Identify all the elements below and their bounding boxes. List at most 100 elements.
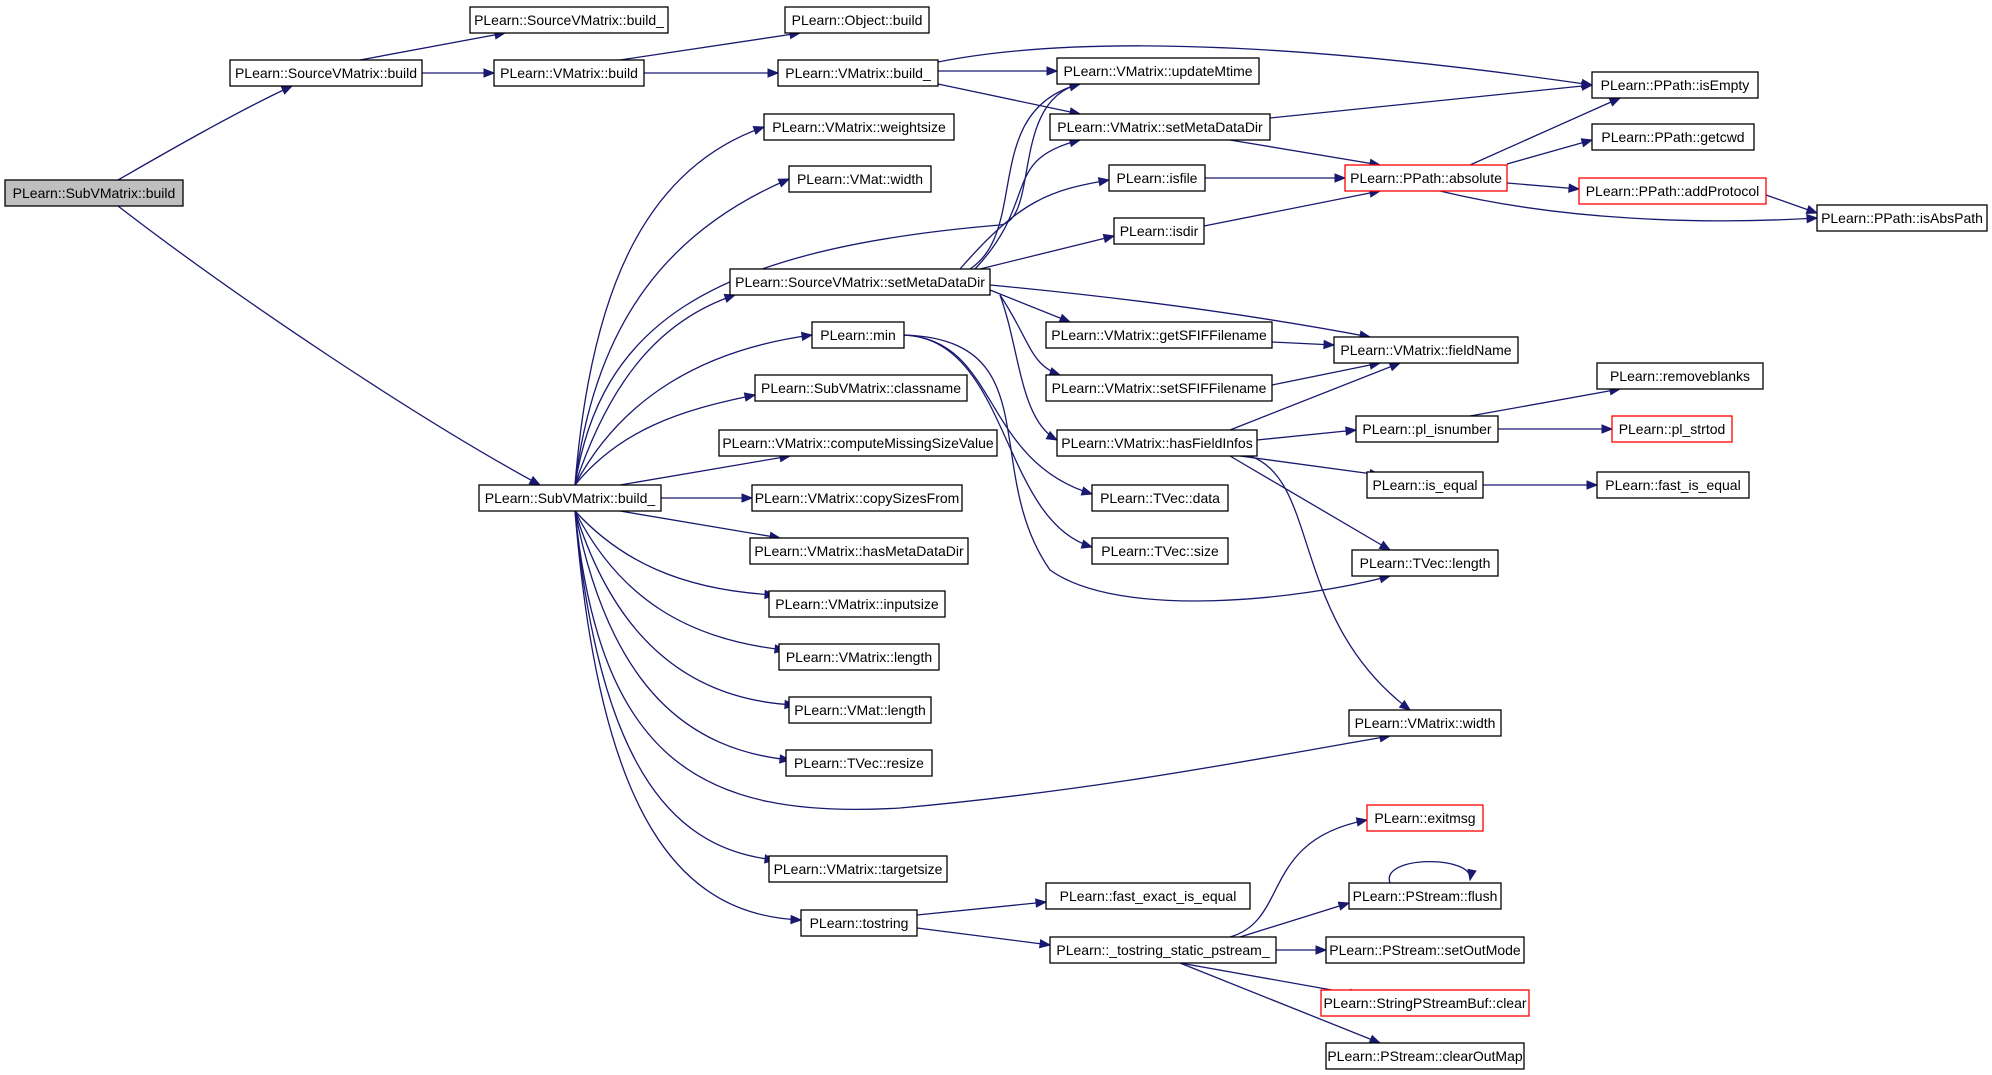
node-label: PLearn::removeblanks xyxy=(1610,368,1750,384)
edge-n18-to-n32 xyxy=(903,334,1094,496)
graph-node[interactable]: PLearn::exitmsg xyxy=(1366,804,1484,832)
node-box xyxy=(1049,113,1271,141)
node-box xyxy=(1366,471,1484,499)
node-box xyxy=(1351,549,1499,577)
graph-node[interactable]: PLearn::VMatrix::computeMissingSizeValue xyxy=(718,429,998,457)
edges xyxy=(117,29,1819,1044)
graph-node[interactable]: PLearn::PPath::isAbsPath xyxy=(1816,204,1988,232)
node-box xyxy=(1091,537,1229,565)
node-box xyxy=(1366,804,1484,832)
graph-node[interactable]: PLearn::removeblanks xyxy=(1596,362,1764,390)
edge-n17-to-n8 xyxy=(974,137,1082,270)
edge-n19-to-n20 xyxy=(1271,339,1336,350)
graph-node[interactable]: PLearn::Object::build xyxy=(784,6,930,34)
edge-n46-to-n47 xyxy=(1276,945,1328,955)
graph-node[interactable]: PLearn::VMatrix::width xyxy=(1348,709,1502,737)
arrowhead xyxy=(1608,97,1622,107)
node-label: PLearn::VMatrix::build xyxy=(500,65,638,81)
graph-node[interactable]: PLearn::PPath::absolute xyxy=(1344,164,1508,192)
graph-node[interactable]: PLearn::_tostring_static_pstream_ xyxy=(1049,936,1277,964)
graph-node[interactable]: PLearn::PPath::getcwd xyxy=(1591,123,1755,151)
graph-node[interactable]: PLearn::VMatrix::hasFieldInfos xyxy=(1056,429,1258,457)
edge-n27-to-n35 xyxy=(1229,455,1392,551)
graph-node[interactable]: PLearn::TVec::length xyxy=(1351,549,1499,577)
node-box xyxy=(1056,57,1260,85)
node-box xyxy=(1056,429,1258,457)
node-box xyxy=(754,374,968,402)
node-label: PLearn::_tostring_static_pstream_ xyxy=(1056,942,1269,958)
arrowhead xyxy=(1080,539,1094,549)
edge-n46-to-n41 xyxy=(1229,817,1369,938)
node-box xyxy=(1344,164,1508,192)
edge-n1-to-n2 xyxy=(359,30,507,61)
edge-n17-to-n27 xyxy=(999,294,1059,441)
graph-node[interactable]: PLearn::isdir xyxy=(1113,217,1205,245)
graph-node[interactable]: PLearn::VMatrix::length xyxy=(778,643,940,671)
graph-node[interactable]: PLearn::SubVMatrix::classname xyxy=(754,374,968,402)
arrowhead xyxy=(1378,540,1392,551)
graph-node[interactable]: PLearn::VMatrix::build xyxy=(493,59,645,87)
node-label: PLearn::VMatrix::width xyxy=(1355,715,1496,731)
graph-node[interactable]: PLearn::VMatrix::inputsize xyxy=(768,590,946,618)
arrowhead xyxy=(1102,233,1116,244)
graph-node[interactable]: PLearn::VMatrix::build_ xyxy=(777,59,939,87)
graph-node[interactable]: PLearn::PStream::clearOutMap xyxy=(1325,1042,1525,1070)
graph-node[interactable]: PLearn::PPath::addProtocol xyxy=(1578,177,1767,205)
node-label: PLearn::min xyxy=(820,327,895,343)
graph-node[interactable]: PLearn::SubVMatrix::build_ xyxy=(478,484,662,512)
node-box xyxy=(788,165,932,193)
node-label: PLearn::isdir xyxy=(1120,223,1199,239)
node-label: PLearn::VMatrix::fieldName xyxy=(1340,342,1511,358)
graph-node[interactable]: PLearn::is_equal xyxy=(1366,471,1484,499)
node-box xyxy=(784,6,930,34)
edge-n0-to-n1 xyxy=(117,85,294,181)
node-label: PLearn::PStream::setOutMode xyxy=(1329,942,1521,958)
graph-node[interactable]: PLearn::VMatrix::setMetaDataDir xyxy=(1049,113,1271,141)
graph-node[interactable]: PLearn::PPath::isEmpty xyxy=(1591,71,1759,99)
graph-node[interactable]: PLearn::min xyxy=(811,321,905,349)
graph-node[interactable]: PLearn::VMatrix::updateMtime xyxy=(1056,57,1260,85)
graph-node[interactable]: PLearn::TVec::size xyxy=(1091,537,1229,565)
graph-node[interactable]: PLearn::SourceVMatrix::build xyxy=(229,59,423,87)
graph-node[interactable]: PLearn::SourceVMatrix::setMetaDataDir xyxy=(729,268,991,296)
graph-node[interactable]: PLearn::tostring xyxy=(800,909,918,937)
graph-node[interactable]: PLearn::StringPStreamBuf::clear xyxy=(1320,989,1530,1017)
edge-n30-to-n31 xyxy=(1483,480,1599,490)
node-label: PLearn::VMat::width xyxy=(797,171,923,187)
graph-node[interactable]: PLearn::TVec::data xyxy=(1091,484,1229,512)
graph-node[interactable]: PLearn::VMat::length xyxy=(788,696,932,724)
graph-node[interactable]: PLearn::pl_isnumber xyxy=(1355,415,1499,443)
node-box xyxy=(788,696,932,724)
node-label: PLearn::VMatrix::getSFIFFilename xyxy=(1051,327,1267,343)
graph-node[interactable]: PLearn::VMat::width xyxy=(788,165,932,193)
graph-node[interactable]: PLearn::VMatrix::copySizesFrom xyxy=(751,484,963,512)
edge-n46-to-n44 xyxy=(1239,901,1351,938)
arrowhead xyxy=(1097,177,1111,187)
edge-n28-to-n18 xyxy=(574,331,814,486)
graph-node[interactable]: PLearn::VMatrix::targetsize xyxy=(768,855,948,883)
graph-node[interactable]: PLearn::PStream::setOutMode xyxy=(1325,936,1525,964)
graph-node[interactable]: PLearn::PStream::flush xyxy=(1348,882,1502,910)
arrowhead xyxy=(483,68,496,78)
arrowhead xyxy=(1038,938,1052,949)
graph-node[interactable]: PLearn::SourceVMatrix::build_ xyxy=(469,6,669,34)
node-box xyxy=(1578,177,1767,205)
node-label: PLearn::Object::build xyxy=(792,12,923,28)
graph-node[interactable]: PLearn::VMatrix::getSFIFFilename xyxy=(1045,321,1273,349)
graph-node[interactable]: PLearn::VMatrix::weightsize xyxy=(763,113,955,141)
node-box xyxy=(768,590,946,618)
graph-node[interactable]: PLearn::SubVMatrix::build xyxy=(4,179,184,207)
edge-n5-to-n6 xyxy=(938,66,1059,76)
node-label: PLearn::is_equal xyxy=(1372,477,1477,493)
graph-node[interactable]: PLearn::TVec::resize xyxy=(785,749,933,777)
graph-node[interactable]: PLearn::fast_exact_is_equal xyxy=(1045,882,1251,910)
graph-node[interactable]: PLearn::VMatrix::fieldName xyxy=(1333,336,1519,364)
graph-node[interactable]: PLearn::VMatrix::hasMetaDataDir xyxy=(749,537,969,565)
graph-node[interactable]: PLearn::pl_strtod xyxy=(1611,415,1733,443)
node-label: PLearn::PStream::flush xyxy=(1353,888,1498,904)
node-label: PLearn::VMatrix::copySizesFrom xyxy=(755,490,960,506)
graph-node[interactable]: PLearn::fast_is_equal xyxy=(1596,471,1750,499)
graph-node[interactable]: PLearn::isfile xyxy=(1108,164,1206,192)
node-box xyxy=(1045,882,1251,910)
graph-node[interactable]: PLearn::VMatrix::setSFIFFilename xyxy=(1045,374,1273,402)
